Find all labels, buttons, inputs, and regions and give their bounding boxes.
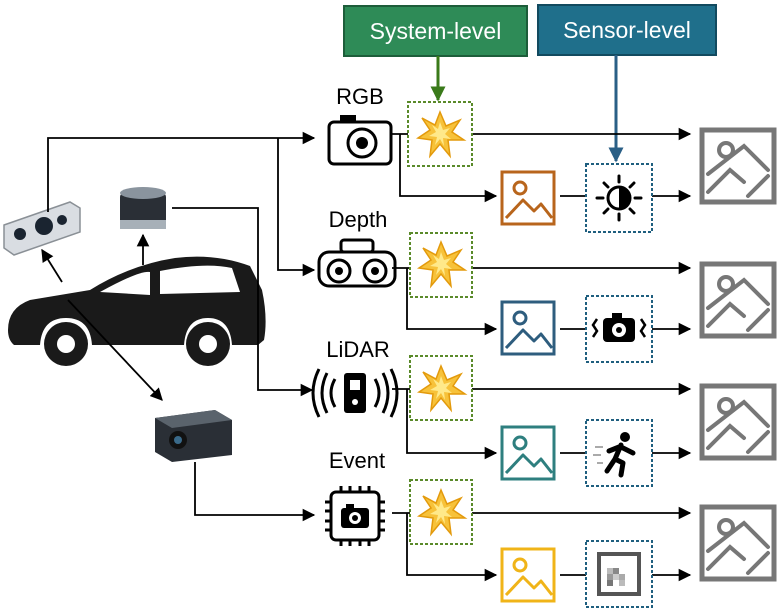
- clean-image-icon: [500, 170, 556, 226]
- clean-image-icon: [500, 425, 556, 481]
- depth-label: Depth: [329, 207, 388, 232]
- lidar-pipeline: [392, 355, 692, 487]
- event-feed-line: [194, 462, 316, 522]
- clean-image-icon: [500, 300, 556, 356]
- sensor-level-label: Sensor-level: [563, 17, 691, 43]
- event-pipeline: [392, 479, 692, 608]
- system-level-header: System-level: [343, 5, 528, 57]
- stereo-camera-icon: [317, 238, 397, 288]
- car-to-event-arrow: [67, 299, 163, 401]
- rgb-feed-line: [47, 131, 316, 212]
- event-label: Event: [329, 448, 385, 473]
- stereo-camera-device-icon: [3, 201, 81, 256]
- sensor-level-box: [585, 419, 653, 487]
- clean-image-icon: [500, 547, 556, 603]
- pixelation-icon: [597, 552, 641, 596]
- car-icon: [8, 256, 266, 366]
- car-to-stereo-arrow: [41, 248, 63, 283]
- depth-pipeline: [392, 232, 692, 363]
- lidar-icon: [311, 368, 399, 418]
- camera-icon: [327, 115, 393, 166]
- system-level-box: [409, 232, 473, 298]
- lidar-label: LiDAR: [326, 337, 390, 362]
- sensor-level-box: [585, 295, 653, 363]
- depth-feed-line: [277, 138, 316, 277]
- event-chip-camera-icon: [325, 486, 385, 546]
- motion-blur-runner-icon: [593, 432, 636, 478]
- sensor-level-header: Sensor-level: [537, 4, 717, 56]
- output-image-icon: [702, 264, 774, 336]
- output-image-icon: [702, 507, 774, 579]
- sensor-level-box: [585, 540, 653, 608]
- system-level-label: System-level: [370, 18, 502, 44]
- brightness-icon: [595, 174, 643, 222]
- rgb-label: RGB: [336, 84, 384, 109]
- lidar-feed-line: [172, 207, 314, 397]
- system-level-box: [409, 479, 473, 545]
- camera-shake-icon: [591, 313, 647, 342]
- system-level-box: [407, 101, 473, 167]
- lidar-device-icon: [120, 187, 166, 229]
- output-image-icon: [702, 130, 774, 202]
- sensor-level-box: [585, 163, 653, 233]
- output-image-icon: [702, 386, 774, 458]
- rgb-pipeline: [392, 101, 692, 233]
- event-camera-device-icon: [155, 410, 232, 462]
- system-level-box: [409, 355, 473, 421]
